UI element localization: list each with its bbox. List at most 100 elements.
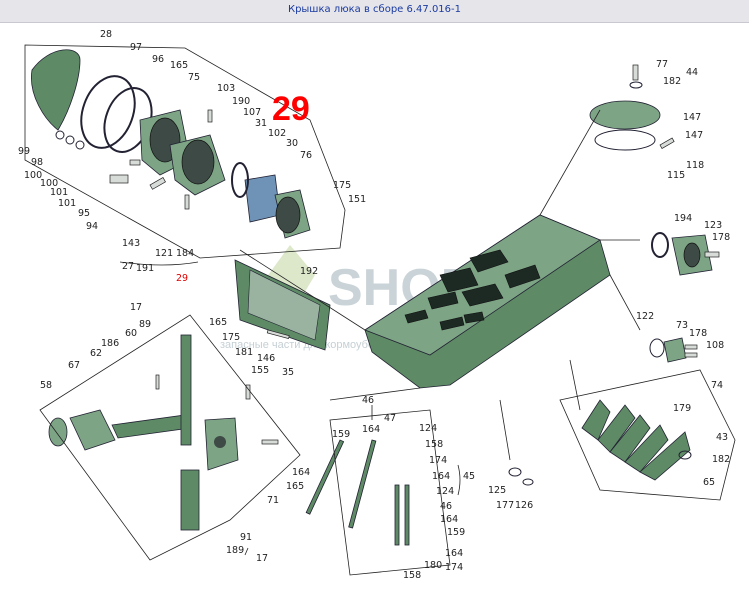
- flange-assembly: [649, 337, 698, 363]
- rod-assembly: [305, 439, 534, 546]
- label-47: 47: [384, 413, 396, 424]
- label-186: 186: [101, 338, 119, 349]
- label-31: 31: [255, 118, 267, 129]
- group-brackets: [119, 261, 461, 556]
- label-182: 182: [663, 76, 681, 87]
- lever-assembly: [48, 334, 279, 531]
- label-94: 94: [86, 221, 98, 232]
- label-99: 99: [18, 146, 30, 157]
- label-164: 164: [432, 471, 450, 482]
- label-177: 177: [496, 500, 514, 511]
- label-194: 194: [674, 213, 692, 224]
- label-182: 182: [712, 454, 730, 465]
- label-124: 124: [436, 486, 454, 497]
- label-192: 192: [300, 266, 318, 277]
- page-number: 29: [272, 90, 310, 128]
- label-75: 75: [188, 72, 200, 83]
- label-184: 184: [176, 248, 194, 259]
- main-hood-assembly: [364, 214, 611, 389]
- label-71: 71: [267, 495, 279, 506]
- label-121: 121: [155, 248, 173, 259]
- cover-panel-192: [234, 259, 331, 351]
- label-126: 126: [515, 500, 533, 511]
- label-165: 165: [170, 60, 188, 71]
- label-151: 151: [348, 194, 366, 205]
- label-46: 46: [440, 501, 452, 512]
- label-58: 58: [40, 380, 52, 391]
- label-122: 122: [636, 311, 654, 322]
- label-89: 89: [139, 319, 151, 330]
- label-97: 97: [130, 42, 142, 53]
- label-181: 181: [235, 347, 253, 358]
- label-27: 27: [122, 261, 134, 272]
- label-158: 158: [403, 570, 421, 581]
- label-115: 115: [667, 170, 685, 181]
- label-175: 175: [333, 180, 351, 191]
- label-17: 17: [130, 302, 142, 313]
- label-28: 28: [100, 29, 112, 40]
- parts-diagram: SHOP запасные части для кормоуборочных: [18, 29, 736, 581]
- label-91: 91: [240, 532, 252, 543]
- title-bar: Крышка люка в сборе 6.47.016-1: [0, 0, 749, 23]
- label-147: 147: [683, 112, 701, 123]
- label-60: 60: [125, 328, 137, 339]
- label-123: 123: [704, 220, 722, 231]
- label-178: 178: [689, 328, 707, 339]
- label-164: 164: [440, 514, 458, 525]
- label-35: 35: [282, 367, 294, 378]
- label-143: 143: [122, 238, 140, 249]
- label-158: 158: [425, 439, 443, 450]
- label-43: 43: [716, 432, 728, 443]
- label-179: 179: [673, 403, 691, 414]
- label-178: 178: [712, 232, 730, 243]
- label-159: 159: [332, 429, 350, 440]
- label-108: 108: [706, 340, 724, 351]
- label-164: 164: [445, 548, 463, 559]
- label-73: 73: [676, 320, 688, 331]
- label-100: 100: [40, 178, 58, 189]
- label-101: 101: [58, 198, 76, 209]
- part-labels: 28 97 96 165 75 103 190 107 31 102 30 76…: [18, 29, 730, 581]
- label-101: 101: [50, 187, 68, 198]
- label-95: 95: [78, 208, 90, 219]
- label-118: 118: [686, 160, 704, 171]
- label-67: 67: [68, 360, 80, 371]
- label-103: 103: [217, 83, 235, 94]
- label-190: 190: [232, 96, 250, 107]
- label-189: 189: [226, 545, 244, 556]
- window-title: Крышка люка в сборе 6.47.016-1: [287, 4, 462, 15]
- label-44: 44: [686, 67, 698, 78]
- label-174: 174: [445, 562, 463, 573]
- label-125: 125: [488, 485, 506, 496]
- label-98: 98: [31, 157, 43, 168]
- label-159: 159: [447, 527, 465, 538]
- label-62: 62: [90, 348, 102, 359]
- label-46: 46: [362, 395, 374, 406]
- label-180: 180: [424, 560, 442, 571]
- label-45: 45: [463, 471, 475, 482]
- knife-blades: [581, 399, 692, 481]
- label-29-red: 29: [176, 273, 188, 284]
- label-191: 191: [136, 263, 154, 274]
- label-30: 30: [286, 138, 298, 149]
- label-164: 164: [292, 467, 310, 478]
- cover-plate-assembly: [31, 49, 311, 239]
- top-plate-assembly: [589, 64, 675, 151]
- label-96: 96: [152, 54, 164, 65]
- label-107: 107: [243, 107, 261, 118]
- label-17: 17: [256, 553, 268, 564]
- label-124: 124: [419, 423, 437, 434]
- label-165: 165: [286, 481, 304, 492]
- leader-lines: [24, 44, 736, 576]
- label-146: 146: [257, 353, 275, 364]
- label-174: 174: [429, 455, 447, 466]
- label-76: 76: [300, 150, 312, 161]
- label-77: 77: [656, 59, 668, 70]
- label-100: 100: [24, 170, 42, 181]
- label-175: 175: [222, 332, 240, 343]
- label-165: 165: [209, 317, 227, 328]
- label-102: 102: [268, 128, 286, 139]
- label-147: 147: [685, 130, 703, 141]
- label-74: 74: [711, 380, 723, 391]
- pump-assembly: [651, 232, 720, 276]
